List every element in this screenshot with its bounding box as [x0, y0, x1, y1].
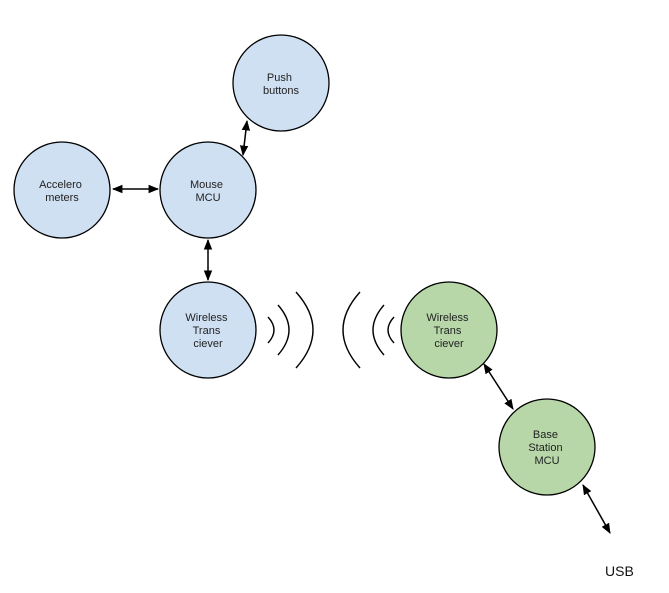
label-line: Accelero	[39, 179, 82, 191]
radio-wave-icon	[387, 316, 395, 344]
label-line: buttons	[263, 85, 300, 97]
label-line: Wireless	[426, 312, 469, 324]
label-line: Base	[533, 429, 558, 441]
label-line: Trans	[434, 325, 462, 337]
node-mouse-transceiver: Wireless Trans ciever	[159, 281, 257, 379]
node-accelerometers: Accelero meters	[13, 141, 111, 239]
mouse-mcu-circle	[159, 141, 257, 239]
node-base-transceiver: Wireless Trans ciever	[400, 281, 498, 379]
radio-wave-icon	[342, 291, 361, 369]
mouse-transceiver-label: Wireless Trans ciever	[185, 312, 230, 350]
label-line: ciever	[193, 338, 223, 350]
radio-waves-mouse-side	[267, 291, 314, 369]
label-line: Mouse	[190, 179, 223, 191]
label-line: ciever	[434, 338, 464, 350]
edge-base-mcu-usb	[582, 484, 611, 534]
label-line: meters	[45, 192, 79, 204]
label-line: Station	[528, 442, 562, 454]
node-push-buttons: Push buttons	[232, 34, 330, 132]
accelerometers-circle	[13, 141, 111, 239]
usb-label: USB	[605, 563, 634, 579]
edges	[111, 119, 611, 534]
base-station-mcu-circle	[498, 398, 596, 496]
label-line: MCU	[195, 192, 220, 204]
radio-waves-base-side	[342, 291, 395, 369]
label-line: Wireless	[185, 312, 228, 324]
push-buttons-label: Push buttons	[263, 72, 300, 97]
node-mouse-mcu: Mouse MCU	[159, 141, 257, 239]
base-transceiver-circle	[400, 281, 498, 379]
accelerometers-label: Accelero meters	[39, 179, 85, 204]
edge-mouse-mcu-push-buttons	[239, 119, 251, 157]
label-line: Push	[267, 72, 292, 84]
base-transceiver-label: Wireless Trans ciever	[426, 312, 471, 350]
label-line: MCU	[534, 455, 559, 467]
push-buttons-circle	[232, 34, 330, 132]
label-line: Trans	[193, 325, 221, 337]
edge-base-transceiver-base-mcu	[483, 363, 514, 410]
mouse-transceiver-circle	[159, 281, 257, 379]
radio-wave-icon	[295, 291, 314, 369]
base-station-mcu-label: Base Station MCU	[528, 429, 565, 467]
radio-wave-icon	[267, 316, 275, 344]
radio-wave-icon	[372, 304, 385, 356]
mouse-mcu-label: Mouse MCU	[190, 179, 226, 204]
node-base-station-mcu: Base Station MCU	[498, 398, 596, 496]
radio-wave-icon	[277, 304, 290, 356]
